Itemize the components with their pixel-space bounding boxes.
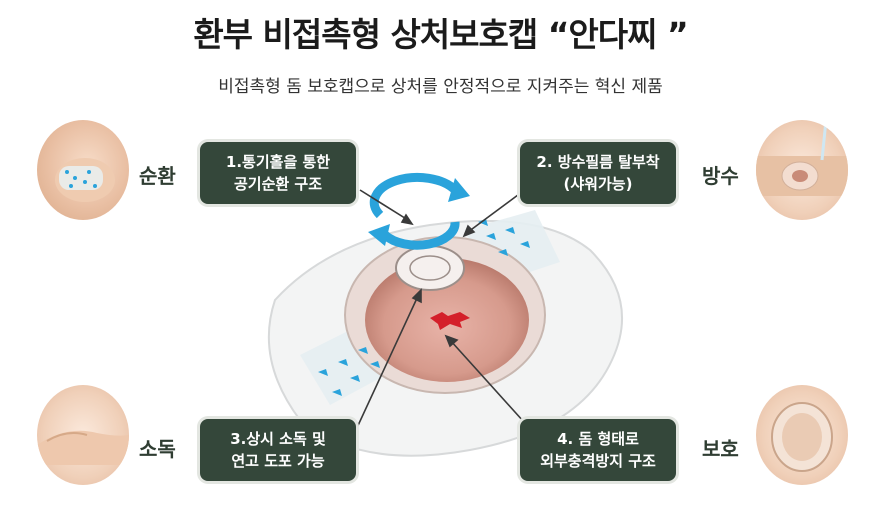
feature-box-line2: 연고 도포 가능 [231, 452, 325, 470]
arm-with-cap-icon [756, 120, 848, 196]
rotate-arrows-icon [369, 172, 460, 250]
feature-box-disinfect: 3.상시 소독 및 연고 도포 가능 [200, 419, 356, 481]
feature-box-line1: 2. 방수필름 탈부착 [536, 153, 660, 171]
hand-disinfect-icon [37, 430, 129, 465]
photo-hand-circulation [37, 120, 129, 220]
feature-box-air-circulation: 1.통기홀을 통한 공기순환 구조 [200, 142, 356, 204]
feature-box-line1: 3.상시 소독 및 [230, 430, 326, 448]
photo-shower-waterproof [756, 120, 848, 220]
side-label-protection: 보호 [702, 437, 739, 461]
dome-cap-icon [771, 402, 833, 472]
feature-box-line2: (샤워가능) [563, 175, 633, 193]
feature-box-waterproof-film: 2. 방수필름 탈부착 (샤워가능) [520, 142, 676, 204]
wound-icon [430, 312, 470, 330]
page-title: 환부 비접촉형 상처보호캡 “안다찌 ” [193, 15, 688, 54]
feature-box-line2: 외부충격방지 구조 [540, 452, 656, 470]
feature-box-dome-protection: 4. 돔 형태로 외부충격방지 구조 [520, 419, 676, 481]
side-label-circulation: 순환 [139, 164, 176, 188]
callout-pointers [354, 185, 534, 433]
page-subtitle: 비접촉형 돔 보호캡으로 상처를 안정적으로 지켜주는 혁신 제품 [218, 77, 663, 97]
side-label-disinfect: 소독 [139, 437, 176, 461]
vent-ring [395, 245, 465, 291]
feature-box-line1: 4. 돔 형태로 [557, 430, 639, 448]
airflow-arrow-icon [318, 219, 530, 396]
photo-disinfect [37, 385, 129, 485]
photo-protection [756, 385, 848, 485]
feature-box-line1: 1.통기홀을 통한 [225, 153, 331, 171]
feature-box-line2: 공기순환 구조 [233, 175, 323, 193]
hand-with-cap-icon [55, 158, 115, 202]
side-label-waterproof: 방수 [702, 164, 739, 188]
